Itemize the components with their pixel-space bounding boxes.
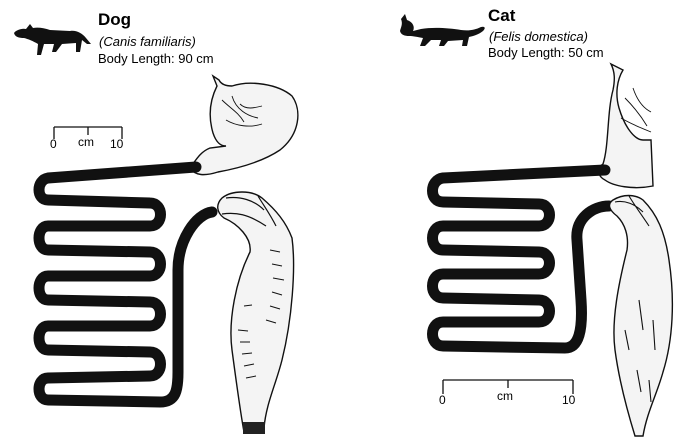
cat-silhouette-icon (400, 14, 485, 46)
dog-body-length: Body Length: 90 cm (98, 51, 214, 66)
dog-scale-end: 10 (110, 138, 123, 151)
cat-scale-unit: cm (497, 390, 513, 403)
dog-stomach (190, 76, 298, 175)
dog-small-intestine (39, 167, 212, 402)
cat-small-intestine (433, 170, 610, 348)
dog-digestive-diagram (0, 0, 343, 444)
cat-digestive-diagram (343, 0, 686, 444)
cat-panel: Cat (Felis domestica) Body Length: 50 cm… (343, 0, 686, 444)
dog-silhouette-icon (14, 24, 91, 55)
cat-large-intestine (610, 196, 673, 437)
dog-panel: Dog (Canis familiaris) Body Length: 90 c… (0, 0, 343, 444)
dog-scale-unit: cm (78, 136, 94, 149)
dog-large-intestine (218, 192, 294, 434)
cat-scientific-name: (Felis domestica) (489, 29, 588, 44)
cat-name: Cat (488, 7, 515, 25)
cat-body-length: Body Length: 50 cm (488, 45, 604, 60)
dog-scale-start: 0 (50, 138, 57, 151)
dog-name: Dog (98, 11, 131, 29)
dog-scientific-name: (Canis familiaris) (99, 34, 196, 49)
cat-scale-end: 10 (562, 394, 575, 407)
cat-scale-start: 0 (439, 394, 446, 407)
